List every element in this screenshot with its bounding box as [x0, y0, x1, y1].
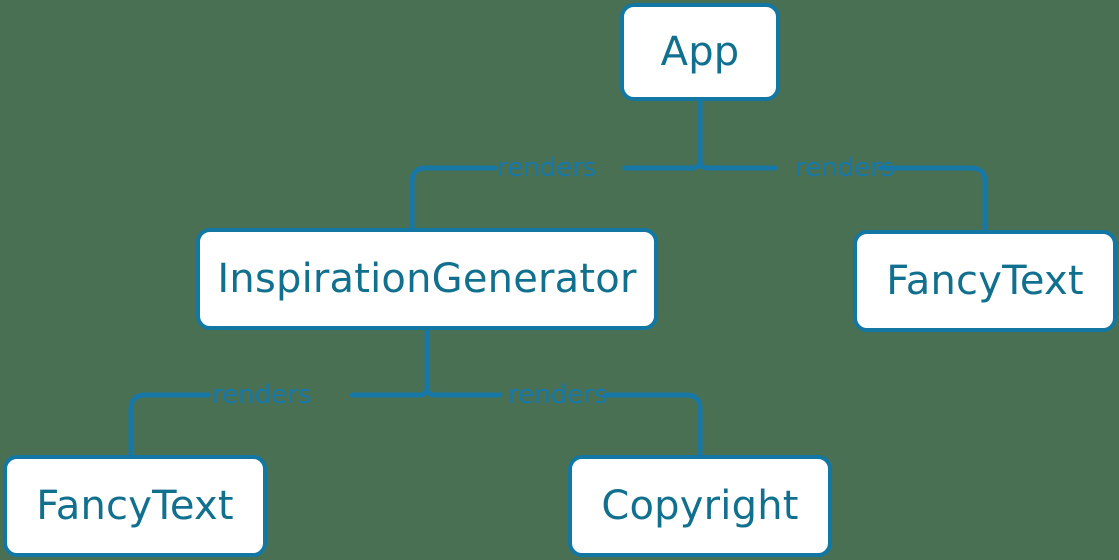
node-copyright-label: Copyright: [601, 483, 799, 529]
edge-inspiration-stem: [424, 327, 503, 398]
edge-inspiration-to-fancytext-bottom: [128, 392, 211, 458]
node-inspiration-generator[interactable]: InspirationGenerator: [196, 228, 658, 330]
edge-app-stem-left: [622, 157, 703, 171]
node-copyright[interactable]: Copyright: [568, 455, 832, 557]
edge-label-inspiration-to-fancytext-bottom: renders: [212, 380, 312, 410]
edge-inspiration-to-copyright: [603, 392, 703, 458]
edge-label-app-to-fancytext-right: renders: [795, 153, 895, 183]
edge-inspiration-stem-left: [349, 384, 430, 398]
edge-label-inspiration-to-copyright: renders: [508, 380, 608, 410]
edge-app-stem: [697, 97, 778, 171]
node-fancytext-bottom[interactable]: FancyText: [3, 455, 267, 557]
edge-label-app-to-inspiration: renders: [497, 153, 597, 183]
edge-app-to-inspiration: [409, 165, 498, 231]
node-fancytext-bottom-label: FancyText: [36, 483, 234, 529]
node-fancytext-right[interactable]: FancyText: [853, 230, 1117, 332]
node-app-label: App: [660, 29, 740, 75]
edge-app-to-fancytext-right: [877, 165, 988, 233]
node-app[interactable]: App: [620, 3, 780, 101]
node-fancytext-right-label: FancyText: [886, 258, 1084, 304]
node-inspiration-generator-label: InspirationGenerator: [217, 256, 637, 302]
